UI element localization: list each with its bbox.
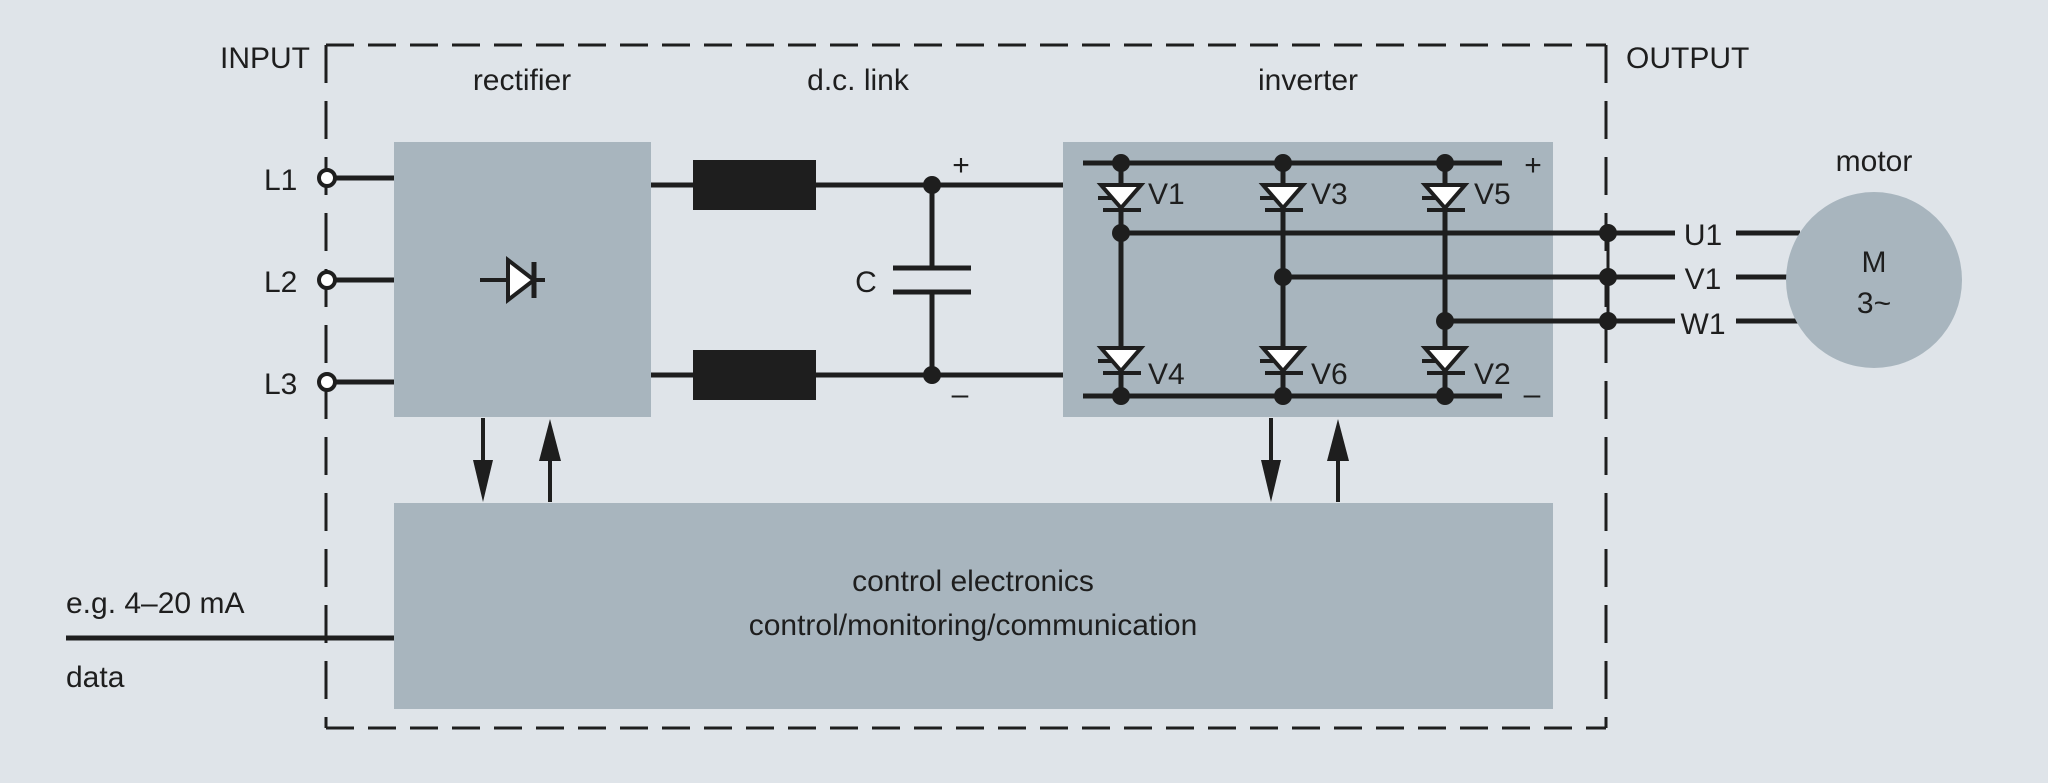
output-phase-v1: V1 bbox=[1685, 263, 1722, 296]
motor-symbol-m: M bbox=[1862, 246, 1887, 279]
thyristor-v1: V1 bbox=[1096, 178, 1185, 212]
thyristor-icon bbox=[1258, 346, 1308, 375]
external-signal: e.g. 4–20 mA data bbox=[66, 587, 394, 694]
thyristor-icon bbox=[1096, 346, 1146, 375]
inverter-minus-label: – bbox=[1524, 378, 1541, 411]
output-phase-w1: W1 bbox=[1681, 308, 1726, 341]
rectifier-label: rectifier bbox=[473, 64, 571, 97]
dc-plus-label: + bbox=[952, 149, 970, 182]
inverter-plus-label: + bbox=[1524, 149, 1542, 182]
signal-label-below: data bbox=[66, 661, 125, 694]
thyristor-icon bbox=[1258, 183, 1308, 212]
capacitor-icon bbox=[893, 176, 971, 384]
thyristor-v6: V6 bbox=[1258, 346, 1348, 391]
dc-link: C + – bbox=[651, 149, 1063, 411]
dc-link-label: d.c. link bbox=[807, 64, 910, 97]
rectifier-block bbox=[394, 142, 651, 417]
inverter-block: + – V1 bbox=[1063, 142, 1606, 417]
phase-label: L3 bbox=[264, 368, 297, 401]
inductor-icon bbox=[693, 350, 816, 400]
switch-label: V5 bbox=[1474, 178, 1511, 211]
switch-label: V6 bbox=[1311, 358, 1348, 391]
phase-label: L1 bbox=[264, 164, 297, 197]
motor: M 3~ bbox=[1786, 192, 1962, 368]
motor-symbol-phase: 3~ bbox=[1857, 287, 1891, 320]
thyristor-icon bbox=[1096, 183, 1146, 212]
arrow-up-icon bbox=[1327, 419, 1349, 502]
output-terminals: U1 V1 W1 bbox=[1599, 219, 1800, 341]
terminal-icon bbox=[317, 372, 337, 392]
input-terminal-l2: L2 bbox=[264, 266, 394, 299]
diode-icon bbox=[480, 255, 545, 305]
input-terminal-l3: L3 bbox=[264, 368, 394, 401]
switch-label: V1 bbox=[1148, 178, 1185, 211]
output-label: OUTPUT bbox=[1626, 42, 1749, 75]
control-subtitle: control/monitoring/communication bbox=[749, 609, 1198, 642]
inverter-control-arrows bbox=[1261, 418, 1349, 502]
arrow-down-icon bbox=[1261, 418, 1281, 502]
terminal-icon bbox=[317, 270, 337, 290]
switch-label: V2 bbox=[1474, 358, 1511, 391]
inductor-icon bbox=[693, 160, 816, 210]
thyristor-v4: V4 bbox=[1096, 346, 1185, 391]
switch-label: V3 bbox=[1311, 178, 1348, 211]
thyristor-v2: V2 bbox=[1420, 346, 1511, 391]
arrow-up-icon bbox=[539, 419, 561, 502]
terminal-icon bbox=[317, 168, 337, 188]
inverter-label: inverter bbox=[1258, 64, 1358, 97]
motor-label: motor bbox=[1836, 145, 1913, 178]
capacitor-label: C bbox=[855, 266, 877, 299]
input-terminals: L1 L2 L3 bbox=[264, 164, 394, 401]
switch-label: V4 bbox=[1148, 358, 1185, 391]
thyristor-icon bbox=[1420, 183, 1470, 212]
control-electronics-block: control electronics control/monitoring/c… bbox=[394, 503, 1553, 709]
input-label: INPUT bbox=[220, 42, 310, 75]
dc-minus-label: – bbox=[952, 378, 969, 411]
control-title: control electronics bbox=[852, 565, 1094, 598]
thyristor-v3: V3 bbox=[1258, 178, 1348, 212]
phase-label: L2 bbox=[264, 266, 297, 299]
thyristor-v5: V5 bbox=[1420, 178, 1511, 212]
arrow-down-icon bbox=[473, 418, 493, 502]
motor-icon bbox=[1786, 192, 1962, 368]
signal-label-above: e.g. 4–20 mA bbox=[66, 587, 244, 620]
thyristor-icon bbox=[1420, 346, 1470, 375]
input-terminal-l1: L1 bbox=[264, 164, 394, 197]
output-phase-u1: U1 bbox=[1684, 219, 1722, 252]
junction-dots bbox=[1112, 154, 1454, 405]
rectifier-control-arrows bbox=[473, 418, 561, 502]
